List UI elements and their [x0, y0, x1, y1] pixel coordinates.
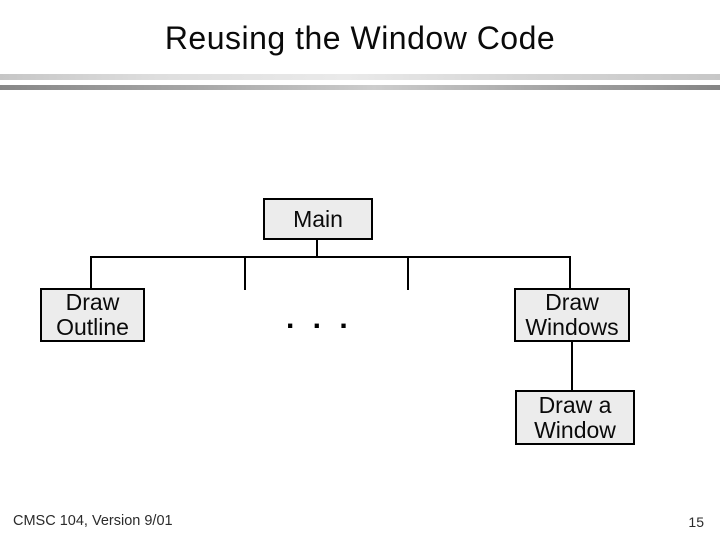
- node-draw-windows-label-line1: Draw: [545, 289, 599, 315]
- node-draw-a-window-label-line2: Window: [534, 416, 616, 443]
- footer-course-label: CMSC 104, Version 9/01: [13, 513, 173, 529]
- connector-main-stem: [316, 240, 318, 258]
- node-draw-outline-label-line2: Outline: [56, 314, 129, 340]
- node-main-label: Main: [293, 205, 343, 232]
- node-main: Main: [263, 198, 373, 240]
- ellipsis-node: . . .: [286, 302, 353, 335]
- title-divider-bottom: [0, 85, 720, 90]
- title-divider-top: [0, 74, 720, 80]
- connector-draw-windows-stub: [569, 256, 571, 288]
- node-draw-a-window: Draw a Window: [515, 390, 635, 445]
- page-number: 15: [688, 514, 704, 530]
- connector-children-rail: [90, 256, 571, 258]
- node-draw-outline-label-line1: Draw: [65, 289, 120, 315]
- connector-draw-windows-to-draw-a-window: [571, 342, 573, 390]
- node-draw-a-window-label-line1: Draw a: [538, 391, 612, 418]
- node-draw-windows: Draw Windows: [514, 288, 630, 342]
- connector-ellipsis-stub-right: [407, 256, 409, 290]
- connector-draw-outline-stub: [90, 256, 92, 288]
- slide-title: Reusing the Window Code: [164, 20, 556, 56]
- node-draw-windows-label-line2: Windows: [525, 314, 619, 340]
- node-draw-outline: Draw Outline: [40, 288, 145, 342]
- connector-ellipsis-stub-left: [244, 256, 246, 290]
